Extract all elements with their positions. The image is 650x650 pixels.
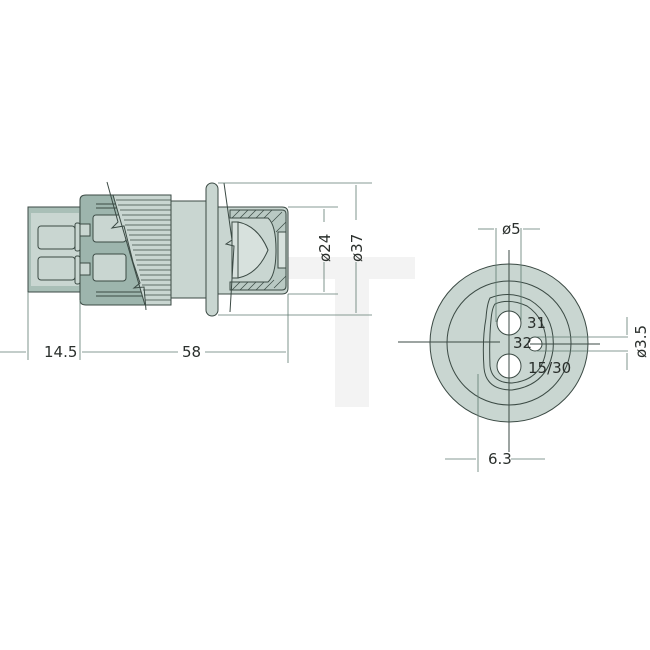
terminal-label-32: 32: [513, 334, 532, 352]
watermark-logo: [285, 257, 415, 407]
dim-small-pin-diameter: ø3.5: [632, 325, 650, 358]
front-dimensions: [445, 228, 628, 472]
front-view: [398, 250, 600, 452]
terminal-label-31: 31: [527, 314, 546, 332]
side-dimensions: [0, 182, 372, 363]
dim-diameter-inner: ø24: [316, 234, 334, 262]
side-view: [27, 181, 289, 317]
dim-length-main: 58: [182, 343, 201, 361]
neck: [170, 200, 208, 299]
dim-length-left: 14.5: [44, 343, 77, 361]
flange: [205, 182, 219, 317]
dim-offset: 6.3: [488, 450, 512, 468]
terminal-label-15-30: 15/30: [528, 359, 571, 377]
dim-pin-diameter: ø5: [502, 220, 521, 238]
dim-diameter-outer: ø37: [348, 234, 366, 262]
